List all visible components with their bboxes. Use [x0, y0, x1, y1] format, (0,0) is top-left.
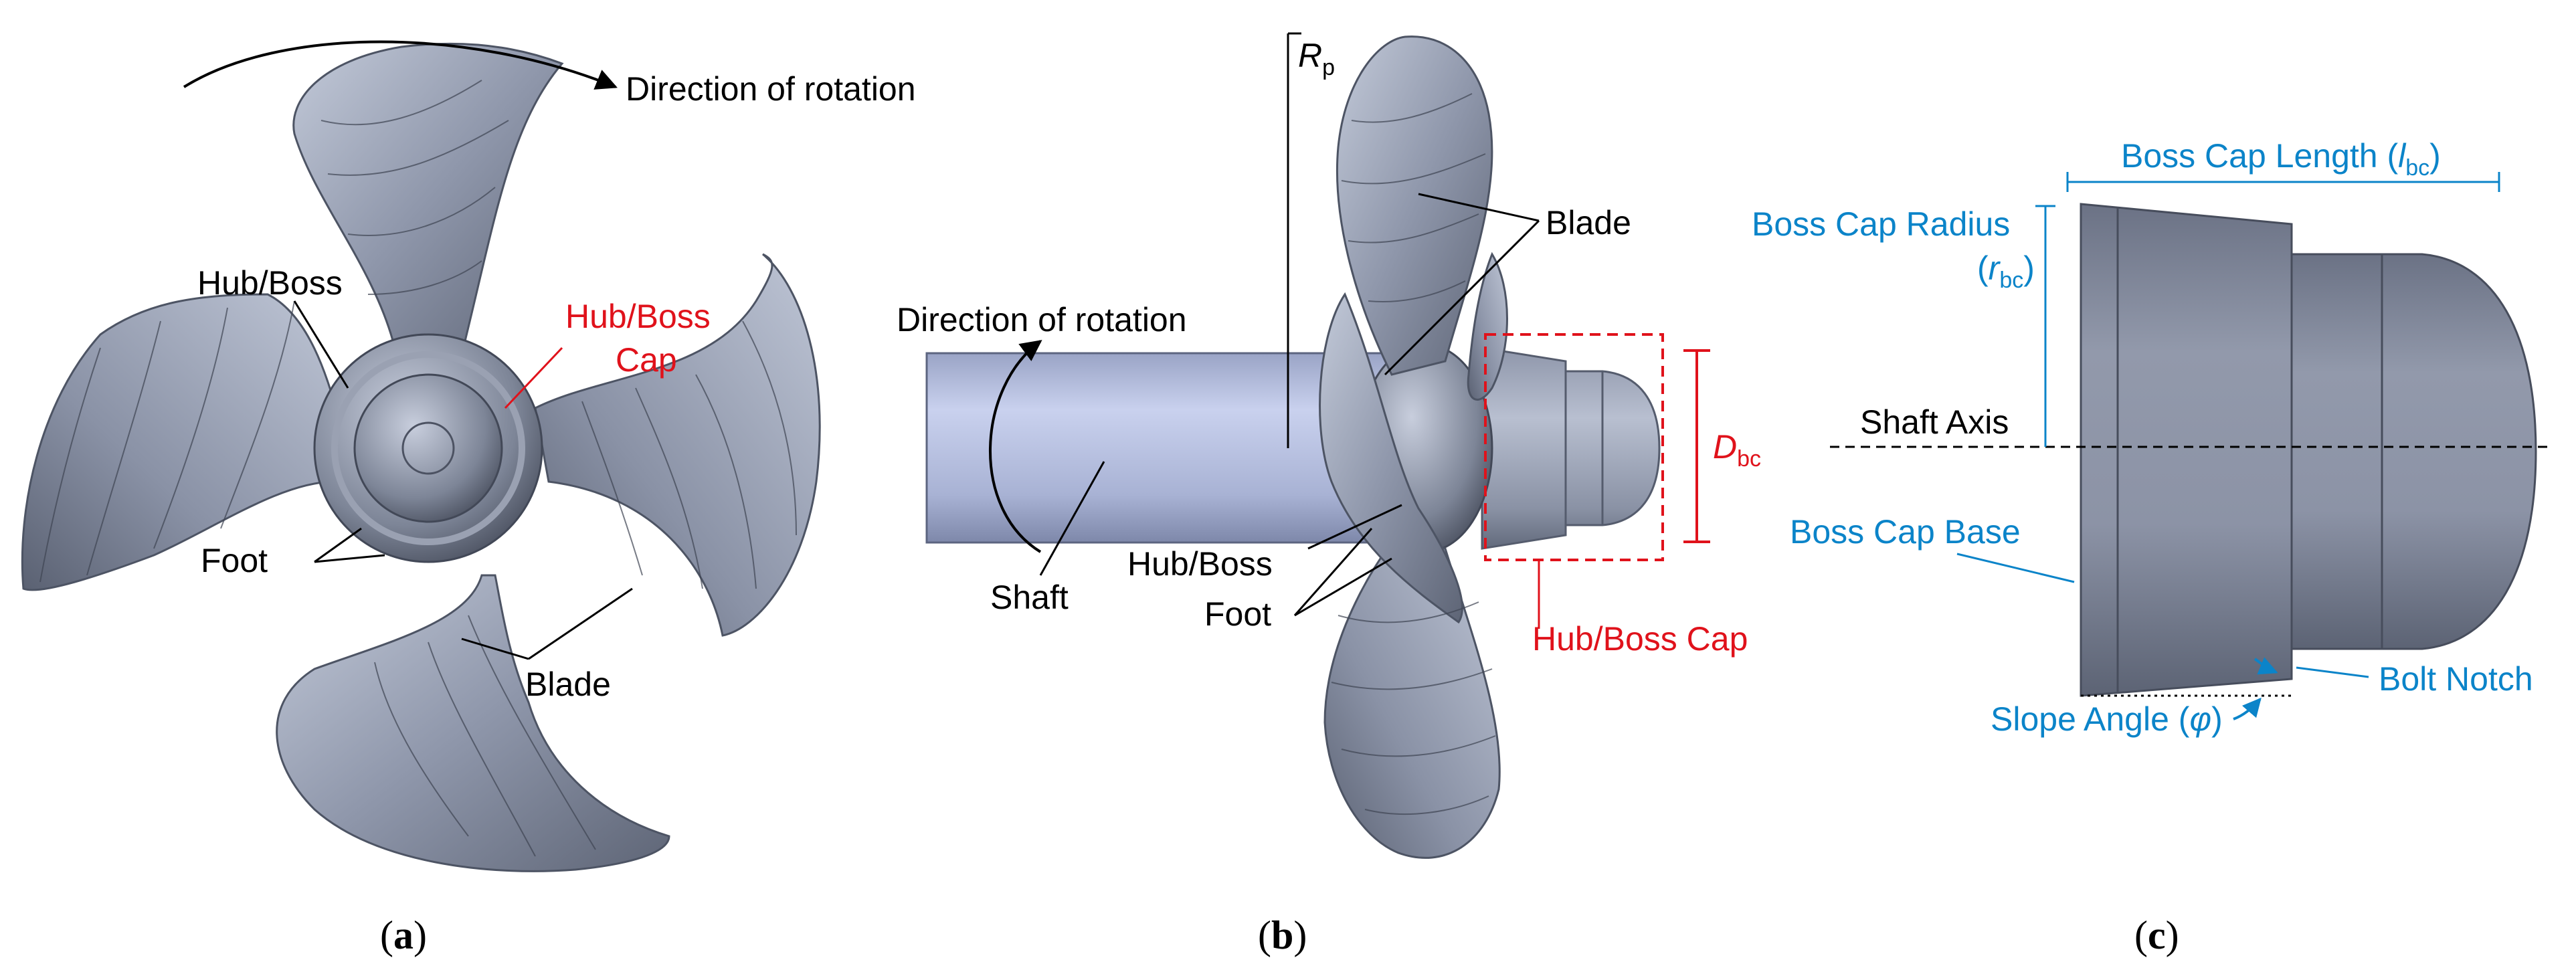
bolt-notch-label: Bolt Notch [2379, 660, 2533, 698]
blade-bottom [276, 574, 670, 872]
dbc-label: Dbc [1713, 428, 1761, 472]
boss-cap-base-label: Boss Cap Base [1790, 513, 2021, 551]
slope-angle-label: Slope Angle (φ) [1991, 700, 2223, 738]
blade-bottom-b [1323, 541, 1501, 859]
rotation-arrow-b [988, 340, 1042, 553]
caption-c: (c) [2134, 913, 2179, 957]
panel-c: Boss Cap Length (lbc) Boss Cap Radius (r… [1752, 137, 2553, 957]
boss-cap-dome [2381, 253, 2537, 650]
hub-boss-label-a: Hub/Boss [197, 264, 343, 302]
hub-boss-cap-box [1484, 333, 1664, 561]
boss-cap-base [2080, 203, 2293, 697]
boss-cap-length-label: Boss Cap Length (lbc) [2121, 137, 2441, 181]
foot-label-a: Foot [201, 542, 268, 579]
hub-boss-cap-label-a-line2: Cap [616, 341, 677, 379]
hub-boss-label-b: Hub/Boss [1127, 545, 1273, 583]
blade-label-b: Blade [1546, 204, 1631, 241]
direction-of-rotation-label-b: Direction of rotation [897, 301, 1187, 338]
panel-a: Direction of rotation Hub/Boss Hub/Boss … [21, 40, 916, 957]
blade-back-b [1467, 252, 1508, 401]
hub-boss-cap [353, 373, 503, 523]
blade-top [292, 42, 564, 356]
blade-left [21, 293, 343, 591]
blade-right [534, 253, 821, 637]
blade-label-a: Blade [525, 666, 611, 703]
boss-cap-radius-label: Boss Cap Radius [1752, 205, 2010, 243]
panel-b: Rp Blade Direction of rotation Shaft Hub… [897, 32, 1761, 957]
hub-boss-cap-b [1481, 347, 1661, 550]
shaft-axis-label: Shaft Axis [1860, 403, 2009, 441]
caption-a: (a) [380, 913, 427, 957]
hub-boss-cap-label-b: Hub/Boss Cap [1532, 620, 1748, 658]
direction-of-rotation-label-a: Direction of rotation [626, 70, 916, 108]
hub-boss-cap-label-a-line1: Hub/Boss [565, 298, 711, 335]
boss-cap-cylinder [2290, 253, 2383, 650]
boss-cap-radius-symbol: (rbc) [1977, 250, 2035, 293]
blade-front-b [1319, 292, 1463, 624]
rotation-arrow-a [183, 40, 618, 90]
blade-top-b [1336, 35, 1493, 376]
rp-label: Rp [1298, 37, 1335, 80]
foot-label-b: Foot [1204, 595, 1271, 633]
shaft-label: Shaft [990, 579, 1069, 616]
caption-b: (b) [1258, 913, 1307, 957]
